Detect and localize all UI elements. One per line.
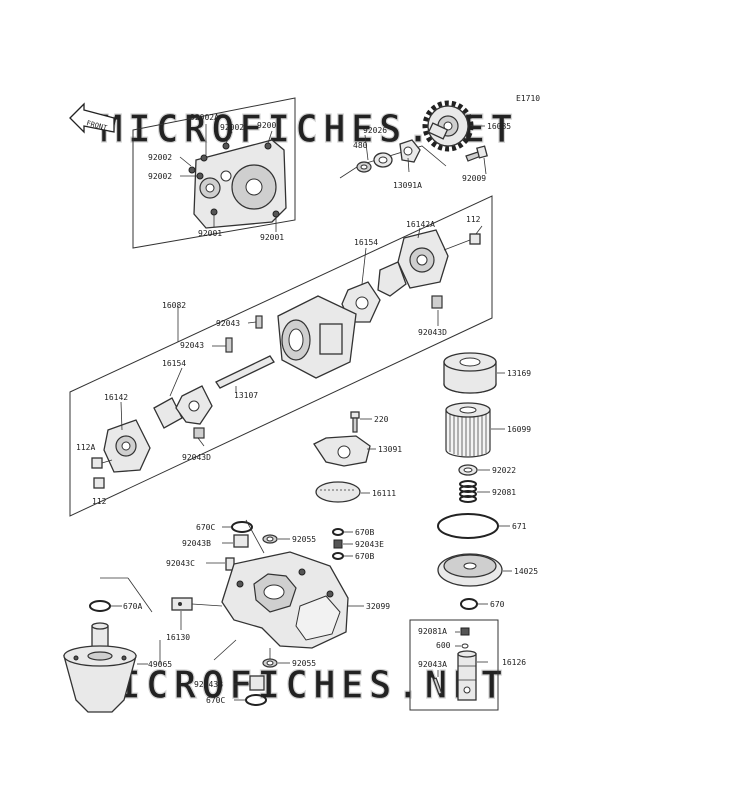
part-label-92026: 92026 — [363, 126, 387, 135]
part-label-16154: 16154 — [354, 238, 378, 247]
part-label-92001: 92001 — [260, 233, 284, 242]
part-label-16130: 16130 — [166, 633, 190, 642]
strainer-group — [63, 577, 161, 713]
part-label-92043C: 92043C — [166, 559, 195, 568]
part-label-670C: 670C — [196, 523, 215, 532]
filter-parts-column — [437, 352, 512, 610]
part-label-49065: 49065 — [148, 660, 172, 669]
part-label-670: 670 — [490, 600, 505, 609]
part-label-670A: 670A — [123, 602, 142, 611]
part-label-13169: 13169 — [507, 369, 531, 378]
part-label-92043A: 92043A — [418, 660, 447, 669]
part-label-92043B: 92043B — [182, 539, 211, 548]
part-label-16082: 16082 — [162, 301, 186, 310]
part-label-32099: 32099 — [366, 602, 390, 611]
part-label-92043: 92043 — [180, 341, 204, 350]
part-label-13091: 13091 — [378, 445, 402, 454]
watermark-bottom: MICROFICHES.NET — [90, 663, 508, 707]
part-label-16126: 16126 — [502, 658, 526, 667]
part-label-92002: 92002 — [148, 172, 172, 181]
part-label-112: 112 — [92, 497, 107, 506]
part-label-480: 480 — [353, 141, 368, 150]
part-label-92002: 92002 — [220, 123, 244, 132]
part-label-16085: 16085 — [487, 122, 511, 131]
part-label-670B: 670B — [355, 528, 374, 537]
part-label-92055: 92055 — [292, 535, 316, 544]
part-label-92002: 92002 — [148, 153, 172, 162]
part-label-92022: 92022 — [492, 466, 516, 475]
pump-assembly-frame — [69, 195, 493, 517]
pump-assembly-parts — [91, 225, 483, 489]
part-label-92009: 92009 — [462, 174, 486, 183]
part-label-92081: 92081 — [492, 488, 516, 497]
part-label-16099: 16099 — [507, 425, 531, 434]
oil-pan-housing-group — [171, 519, 364, 706]
gear-16085 — [422, 100, 474, 152]
pickup-parts — [313, 411, 376, 503]
part-label-600: 600 — [436, 641, 451, 650]
part-label-16142A: 16142A — [406, 220, 435, 229]
part-label-92001: 92001 — [257, 121, 281, 130]
part-label-670C: 670C — [206, 696, 225, 705]
part-label-220: 220 — [374, 415, 389, 424]
relief-valve-group — [409, 619, 499, 711]
part-label-92043E: 92043E — [355, 540, 384, 549]
part-label-16111: 16111 — [372, 489, 396, 498]
part-label-92043D: 92043D — [182, 453, 211, 462]
part-label-112A: 112A — [76, 443, 95, 452]
drive-gear-group — [339, 100, 488, 179]
part-label-16142: 16142 — [104, 393, 128, 402]
part-label-13091A: 13091A — [393, 181, 422, 190]
pump-cover-group — [132, 97, 296, 249]
part-label-92055: 92055 — [292, 659, 316, 668]
part-label-92043B: 92043B — [194, 680, 223, 689]
part-label-112: 112 — [466, 215, 481, 224]
part-label-92043: 92043 — [216, 319, 240, 328]
part-label-16154: 16154 — [162, 359, 186, 368]
part-label-671: 671 — [512, 522, 527, 531]
part-label-13107: 13107 — [234, 391, 258, 400]
part-label-92001: 92001 — [198, 229, 222, 238]
part-label-670B: 670B — [355, 552, 374, 561]
reference-code: E1710 — [516, 94, 540, 103]
part-label-92043D: 92043D — [418, 328, 447, 337]
part-label-92002A: 92002A — [190, 113, 219, 122]
part-label-14025: 14025 — [514, 567, 538, 576]
part-label-92081A: 92081A — [418, 627, 447, 636]
